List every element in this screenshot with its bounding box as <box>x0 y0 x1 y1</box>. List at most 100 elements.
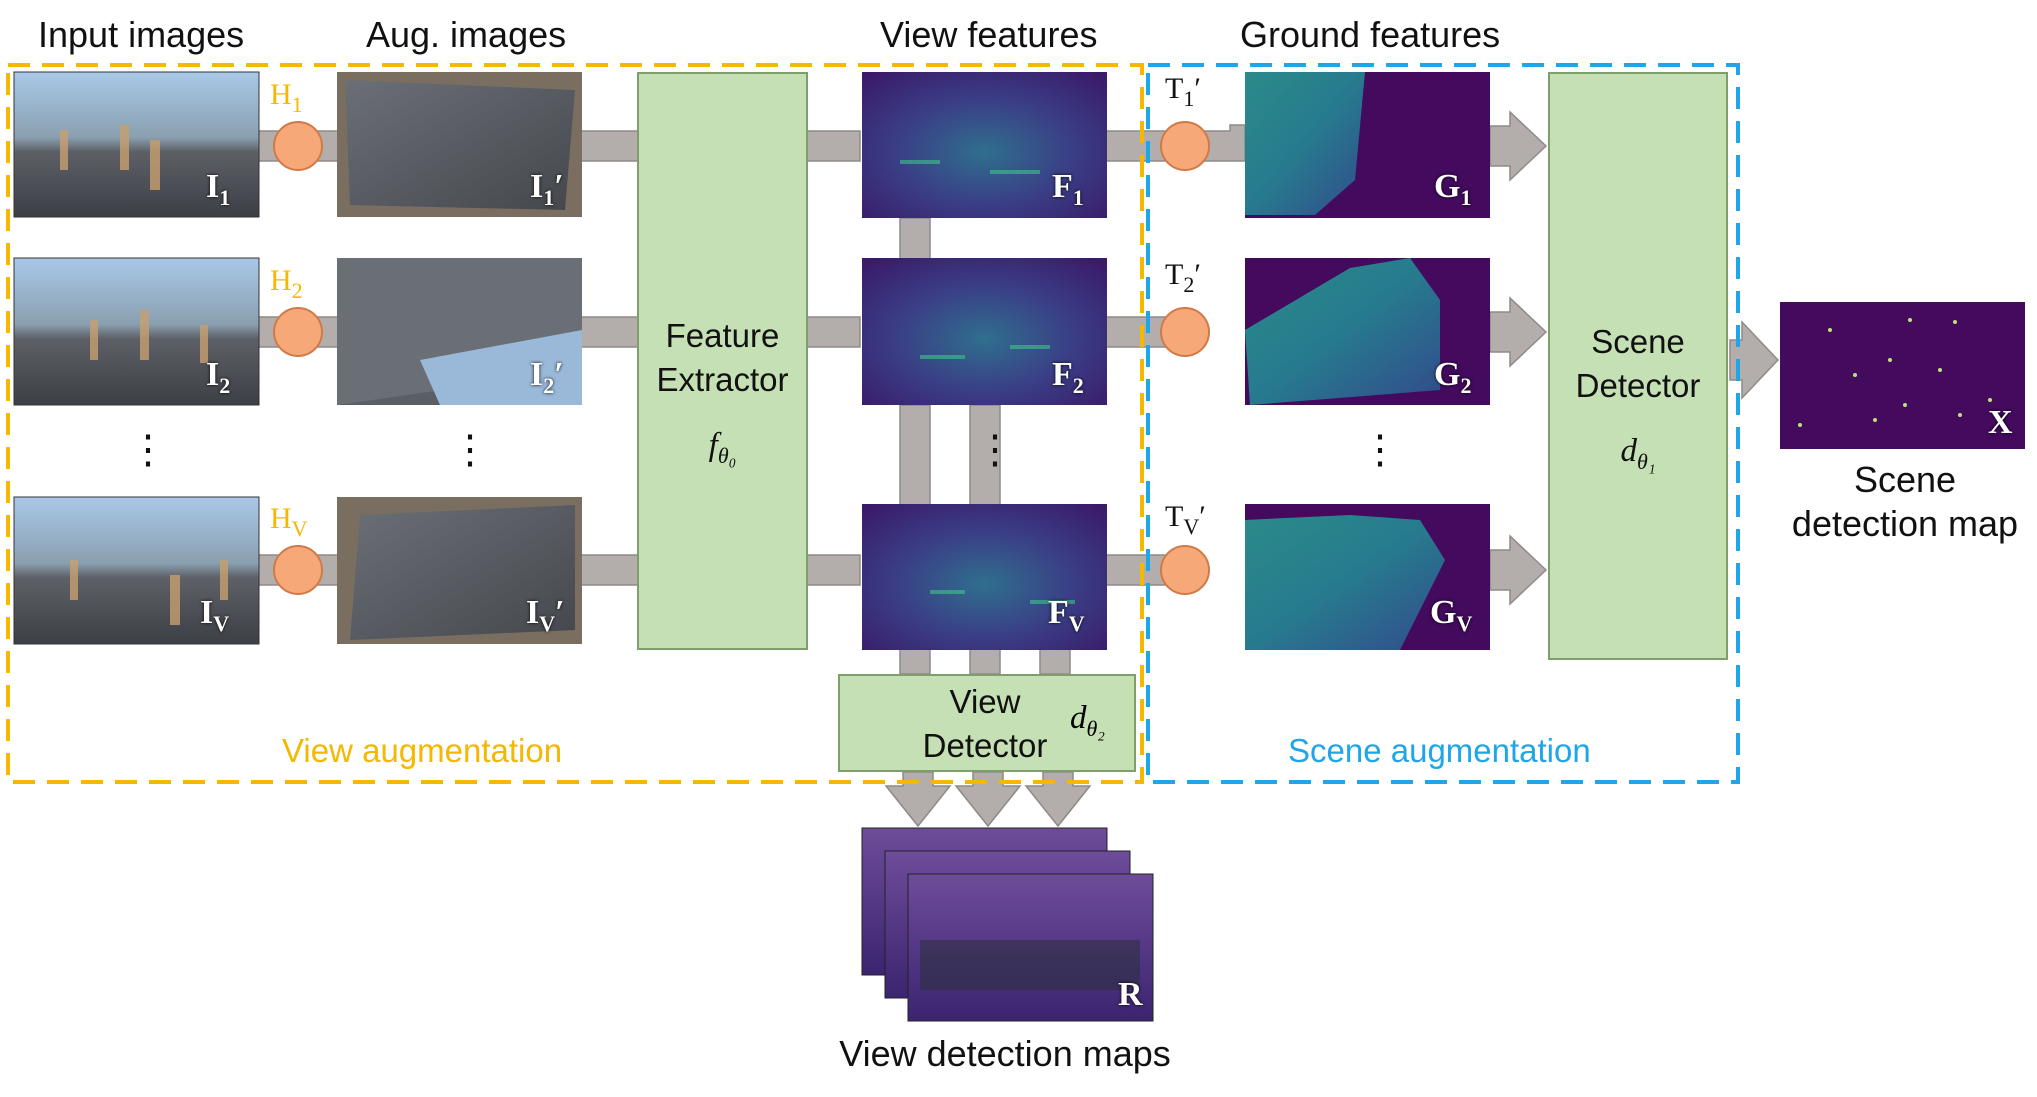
scene-output-arrow <box>1729 320 1780 400</box>
view-augmentation-frame <box>6 63 1144 784</box>
ground-label-v: GV <box>1430 594 1472 637</box>
ground-label-1-base: G <box>1434 168 1461 205</box>
view-detection-map-stack <box>861 827 1154 1022</box>
feature-extractor-block <box>637 72 808 650</box>
ground-label-1: G1 <box>1434 168 1471 211</box>
view-detector-line2: Detector <box>922 727 1048 764</box>
feature-extractor-line2: Extractor <box>656 361 789 398</box>
view-augmentation-label: View augmentation <box>282 732 563 769</box>
feature-label-2-base: F <box>1052 356 1073 393</box>
ground-label-2: G2 <box>1434 356 1471 399</box>
transform-label-1-base: T <box>1165 72 1184 105</box>
input-image-tiles <box>13 71 260 645</box>
aug-label-2-sub: 2 <box>543 373 555 398</box>
feature-label-v-sub: V <box>1068 611 1085 636</box>
transform-nodes <box>1160 121 1210 595</box>
augmented-image-tiles <box>337 72 582 644</box>
homography-label-v-sub: V <box>291 516 308 541</box>
scene-detection-map-line2: detection map <box>1791 503 2019 544</box>
feature-label-v-base: F <box>1048 594 1069 631</box>
view-detection-maps-label: View detection maps <box>839 1033 1171 1074</box>
feature-label-2-sub: 2 <box>1072 373 1084 398</box>
scene-detection-map-label: Scene detection map <box>1760 458 2037 546</box>
homography-label-2: H2 <box>270 264 303 304</box>
ground-label-v-base: G <box>1430 594 1457 631</box>
feature-extractor-symbol: fθ₀ <box>637 422 808 478</box>
ellipsis-feature: ⋮ <box>975 428 1015 472</box>
transform-label-v-prime: ′ <box>1199 500 1206 533</box>
aug-label-2: I2′ <box>530 356 564 399</box>
aug-label-v-base: I <box>526 594 540 631</box>
transform-label-v: TV′ <box>1165 500 1206 540</box>
transform-label-2-sub: 2 <box>1183 272 1195 297</box>
view-detector-label: View Detector <box>870 680 1100 768</box>
scene-detection-map-tile <box>1780 302 2025 449</box>
input-label-2-sub: 2 <box>219 373 231 398</box>
ground-to-scene-arrows <box>1489 110 1548 606</box>
transform-label-v-base: T <box>1165 500 1184 533</box>
homography-label-2-sub: 2 <box>291 278 303 303</box>
homography-label-1-base: H <box>270 78 292 111</box>
view-detector-symbol: dθ₂ <box>1070 698 1105 742</box>
homography-label-v-base: H <box>270 502 292 535</box>
aug-label-1-sub: 1 <box>543 185 555 210</box>
input-label-2: I2 <box>206 356 230 399</box>
transform-label-1: T1′ <box>1165 72 1201 112</box>
ground-label-2-sub: 2 <box>1460 373 1472 398</box>
aug-label-1-prime: ′ <box>554 168 564 205</box>
view-detector-symbol-base: d <box>1070 700 1087 736</box>
ellipsis-ground: ⋮ <box>1360 428 1400 472</box>
view-detector-block <box>838 674 1136 772</box>
feature-label-1: F1 <box>1052 168 1084 211</box>
feature-extractor-line1: Feature <box>665 317 780 354</box>
aug-label-2-prime: ′ <box>554 356 564 393</box>
feature-label-1-sub: 1 <box>1072 185 1084 210</box>
scene-detector-symbol-sub: θ₁ <box>1637 449 1656 474</box>
transform-label-1-prime: ′ <box>1194 72 1201 105</box>
aug-label-v-prime: ′ <box>555 594 565 631</box>
ground-label-1-sub: 1 <box>1460 185 1472 210</box>
ellipsis-input: ⋮ <box>128 428 168 472</box>
homography-label-v: HV <box>270 502 308 542</box>
ellipsis-aug: ⋮ <box>450 428 490 472</box>
scene-detector-label: Scene Detector dθ₁ <box>1548 320 1728 484</box>
feature-extractor-label: Feature Extractor fθ₀ <box>637 314 808 478</box>
scene-detector-line1: Scene <box>1591 323 1685 360</box>
view-detector-output-arrows <box>884 771 1092 828</box>
aug-label-1-base: I <box>530 168 544 205</box>
feature-vertical-connectors <box>899 217 1071 675</box>
ground-feature-tiles <box>1245 72 1490 650</box>
header-ground-features: Ground features <box>1240 14 1501 55</box>
view-feature-tiles <box>862 72 1107 650</box>
view-map-letter: R <box>1118 976 1143 1013</box>
scene-detector-block <box>1548 72 1728 660</box>
input-label-2-base: I <box>206 356 220 393</box>
scene-detector-line2: Detector <box>1575 367 1701 404</box>
input-label-v-base: I <box>200 594 214 631</box>
homography-nodes <box>273 121 323 595</box>
view-detector-line1: View <box>949 683 1021 720</box>
transform-label-v-sub: V <box>1183 514 1200 539</box>
input-label-1-sub: 1 <box>219 185 231 210</box>
feature-label-v: FV <box>1048 594 1085 637</box>
aug-label-1: I1′ <box>530 168 564 211</box>
feature-label-2: F2 <box>1052 356 1084 399</box>
ground-label-v-sub: V <box>1456 611 1473 636</box>
view-detector-symbol-sub: θ₂ <box>1086 716 1105 741</box>
homography-label-1-sub: 1 <box>291 92 303 117</box>
homography-label-2-base: H <box>270 264 292 297</box>
input-label-1: I1 <box>206 168 230 211</box>
feature-extractor-symbol-sub: θ₀ <box>717 443 737 468</box>
scene-detector-symbol: dθ₁ <box>1548 428 1728 484</box>
input-label-1-base: I <box>206 168 220 205</box>
scene-augmentation-label: Scene augmentation <box>1288 732 1591 769</box>
scene-detector-symbol-base: d <box>1620 433 1638 469</box>
ground-label-2-base: G <box>1434 356 1461 393</box>
aug-label-v: IV′ <box>526 594 565 637</box>
scene-augmentation-frame <box>1146 63 1740 784</box>
transform-label-2-prime: ′ <box>1194 258 1201 291</box>
aug-label-v-sub: V <box>539 611 556 636</box>
feature-extractor-symbol-base: f <box>708 427 718 463</box>
